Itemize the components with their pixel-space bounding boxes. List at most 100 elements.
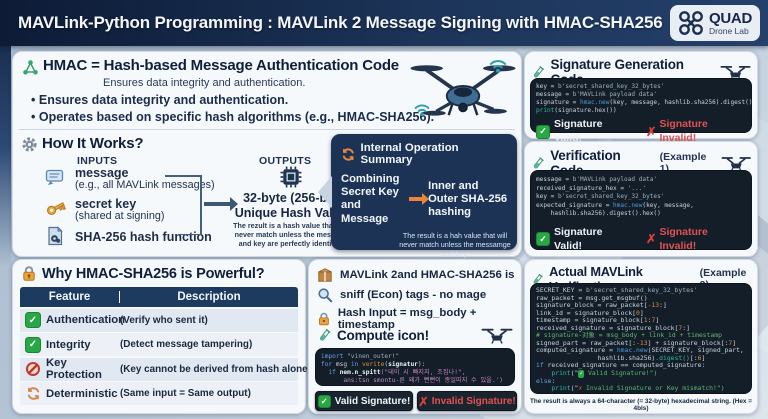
ex2-footer-note: The result is always a 64-character (= 3…	[530, 398, 752, 412]
hmac-bullet: Ensures data integrity and authenticatio…	[31, 93, 288, 107]
internal-summary-left: Combining Secret Key and Message	[341, 173, 400, 225]
cycle-icon	[27, 387, 39, 400]
check-icon: ✓	[536, 232, 550, 247]
hmac-subtitle: Ensures data integrity and authenticatio…	[103, 77, 306, 89]
quad-drone-lab-logo: QUAD Drone Lab	[670, 5, 760, 41]
input-sha256-label: SHA-256 hash function	[75, 230, 212, 244]
test-tube-icon	[533, 156, 544, 168]
lock-icon	[318, 312, 329, 326]
test-tube-icon	[320, 328, 331, 341]
signature-generation-panel: Signature Generation Code key = b'secret…	[524, 51, 758, 144]
valid-signature-pill: ✓ Valid Signature!	[315, 391, 413, 411]
internal-summary-right: Inner and Outer SHA-256 hashing	[428, 179, 508, 219]
cross-icon: ✗	[418, 394, 429, 409]
verify-title-suffix: (Example 1)	[659, 151, 707, 175]
sig-valid-label: Signature Valid!	[554, 118, 603, 144]
mid-item-label: MAVLink 2and HMAC-SHA256 is	[340, 269, 515, 281]
output-value: 32-byte (256-bit) Unique Hash Value	[234, 191, 348, 220]
quad-logo-icon	[679, 11, 703, 35]
wifi-icon	[489, 60, 507, 73]
test-tube-icon	[533, 65, 545, 77]
feature-cell: Deterministic	[46, 387, 118, 400]
table-row: Key Protection (Key cannot be derived fr…	[20, 357, 311, 381]
feature-cell: Authentication	[46, 314, 126, 326]
verify-invalid-label: Signature Invalid!	[659, 225, 708, 253]
description-cell: (Same input = Same output)	[120, 388, 251, 399]
compute-code-block: import "vinen_outer!"for msg in verite(s…	[315, 348, 515, 386]
code-lines: key = b'secret_shared_key_32_bytes'messa…	[536, 83, 753, 115]
gear-icon	[22, 137, 37, 152]
outputs-label: OUTPUTS	[259, 155, 312, 167]
input-message-label: message	[75, 166, 129, 180]
code-lines: SECRET_KEY = b'secret_shared_key_32_byte…	[536, 286, 744, 393]
hash-function-icon	[48, 226, 63, 246]
header: MAVLink-Python Programming : MAVLink 2 M…	[0, 0, 768, 46]
key-icon	[46, 202, 67, 215]
why-hmac-panel: Why HMAC-SHA256 is Powerful? Feature Des…	[12, 259, 311, 414]
inputs-label: INPUTS	[77, 155, 118, 167]
left-edge-decoration	[0, 0, 11, 268]
orange-arrow-icon	[409, 193, 430, 206]
table-header-description: Description	[177, 291, 241, 303]
check-icon: ✓	[536, 124, 550, 139]
hmac-title: HMAC = Hash-based Message Authentication…	[43, 57, 399, 74]
description-cell: (Verify who sent it)	[120, 314, 208, 326]
code-lines: message = b'MAVLink payload data'receive…	[536, 176, 694, 218]
feature-cell: Key Protection	[46, 357, 102, 381]
check-icon: ✓	[317, 394, 331, 408]
drone-illustration	[410, 65, 516, 116]
verify-code-block: message = b'MAVLink payload data'receive…	[530, 170, 752, 252]
how-it-works-title: How It Works?	[42, 135, 144, 152]
chip-icon	[280, 166, 302, 188]
page-title: MAVLink-Python Programming : MAVLink 2 M…	[18, 13, 663, 32]
internal-operation-summary-box: Internal Operation Summary Combining Sec…	[318, 134, 517, 259]
hmac-bullet: Operates based on specific hash algorith…	[31, 110, 434, 124]
input-secret-key-label: secret key	[75, 197, 137, 211]
connector-line	[178, 233, 202, 236]
cross-icon: ✗	[645, 231, 657, 246]
table-header-feature: Feature	[20, 291, 120, 303]
table-row: ✓ Integrity (Detect message tampering)	[20, 333, 298, 356]
invalid-signature-pill: ✗ Invalid Signature!	[417, 391, 517, 411]
verification-code-panel: Verification Code (Example 1) message = …	[524, 141, 758, 257]
inputs-to-output-arrow	[204, 197, 238, 211]
table-row: Deterministic (Same input = Same output)	[20, 382, 298, 405]
verify-valid-label: Signature Valid!	[554, 225, 603, 253]
magnifier-icon	[318, 288, 333, 303]
check-icon: ✓	[25, 336, 41, 353]
refresh-icon	[342, 147, 354, 161]
no-entry-icon	[26, 362, 40, 376]
mid-item-label: Hash Input = msg_body + timestamp	[337, 307, 477, 331]
compute-title: Compute icon!	[337, 328, 429, 343]
message-icon	[45, 169, 64, 185]
hash-input-panel: MAVLink 2and HMAC-SHA256 is sniff (Econ)…	[308, 259, 522, 414]
check-icon: ✓	[25, 312, 41, 328]
test-tube-icon	[533, 273, 543, 284]
divider	[19, 129, 515, 130]
mid-item-label: sniff (Econ) tags - no mage	[340, 289, 487, 301]
drone-icon	[481, 328, 513, 344]
actual-verification-panel: Actual MAVLink Verification (Example 2) …	[524, 259, 758, 414]
connector-line	[165, 175, 201, 177]
ex2-code-block: SECRET_KEY = b'secret_shared_key_32_byte…	[530, 283, 752, 394]
valid-signature-label: Valid Signature!	[334, 395, 411, 407]
cross-icon: ✗	[645, 124, 657, 139]
sig-gen-code-block: key = b'secret_shared_key_32_bytes'messa…	[530, 78, 753, 144]
logo-subtitle: Drone Lab	[709, 25, 749, 36]
invalid-signature-label: Invalid Signature!	[431, 395, 516, 407]
output-note: The rezult is a hash value that will nev…	[233, 221, 349, 248]
why-title: Why HMAC-SHA256 is Powerful?	[42, 265, 265, 282]
padlock-icon	[23, 266, 35, 281]
chevron-left-pointer	[318, 176, 332, 208]
description-cell: (Key cannot be derived from hash alone)	[120, 363, 311, 375]
input-secret-key-sub: (shared at signing)	[75, 210, 165, 222]
input-message-sub: (e.g., all MAVLink messages)	[75, 179, 215, 191]
molecule-icon	[23, 60, 38, 75]
internal-summary-note: The result is a hah value that will neve…	[399, 230, 511, 259]
code-lines: import "vinen_outer!"for msg in verite(s…	[321, 352, 504, 385]
wifi-icon	[414, 104, 430, 116]
internal-summary-title: Internal Operation Summary	[360, 142, 459, 166]
table-header-row: Feature Description	[20, 287, 298, 307]
hmac-overview-panel: HMAC = Hash-based Message Authentication…	[12, 51, 522, 259]
